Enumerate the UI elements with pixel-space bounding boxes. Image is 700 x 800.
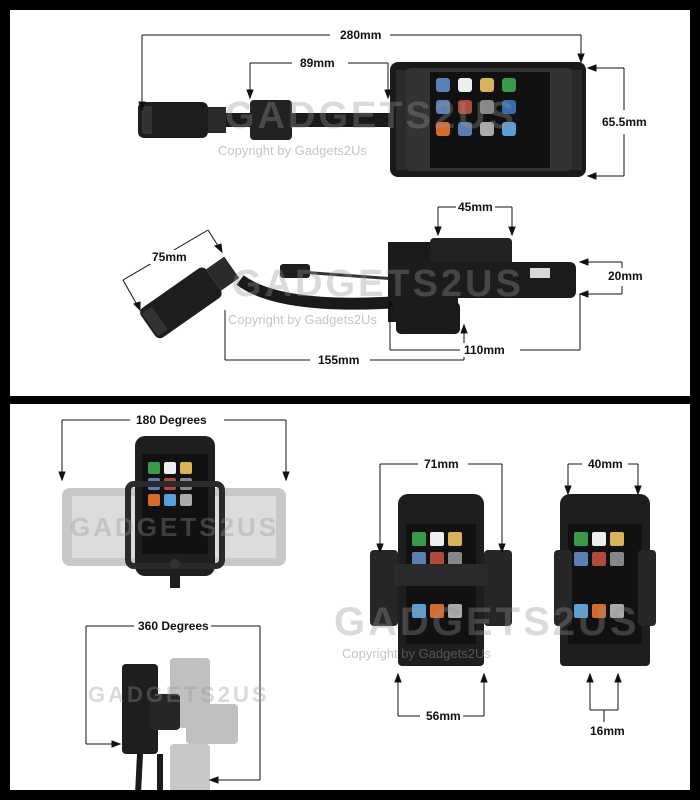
label-transmitter-width: 45mm xyxy=(456,200,495,214)
watermark-brand-2: GADGETS2US xyxy=(232,263,524,305)
swivel-360-illustration xyxy=(122,658,238,790)
mount-narrow-view xyxy=(554,494,656,666)
bottom-product-drawing xyxy=(58,419,656,790)
top-panel: GADGETS2US Copyright by Gadgets2Us GADGE… xyxy=(10,10,690,396)
label-cradle-height: 65.5mm xyxy=(600,115,649,129)
watermark-brand-3: GADGETS2US xyxy=(70,512,280,542)
watermark-copyright: Copyright by Gadgets2Us xyxy=(218,143,367,158)
watermark-brand-5: GADGETS2US xyxy=(334,600,640,644)
label-gooseneck-length: 155mm xyxy=(316,353,362,367)
label-swivel: 360 Degrees xyxy=(136,619,211,633)
label-plug-length: 75mm xyxy=(150,250,189,264)
top-product-drawing xyxy=(122,34,625,361)
mount-folded-view xyxy=(140,238,576,339)
top-dimension-lines xyxy=(122,34,625,361)
mount-wide-view xyxy=(370,494,512,666)
label-bottom-width: 56mm xyxy=(424,709,463,723)
label-transmitter-depth: 20mm xyxy=(606,269,645,283)
bottom-panel: GADGETS2US GADGETS2US GADGETS2US Copyrig… xyxy=(10,404,690,790)
label-base-length: 110mm xyxy=(462,343,507,357)
label-bottom-min-width: 16mm xyxy=(588,724,627,738)
label-rotation: 180 Degrees xyxy=(134,413,209,427)
bottom-dimension-lines xyxy=(58,419,642,784)
label-total-length: 280mm xyxy=(338,28,384,42)
watermark-copyright-2: Copyright by Gadgets2Us xyxy=(228,312,377,327)
rotation-180-illustration xyxy=(62,436,286,588)
watermark-brand: GADGETS2US xyxy=(225,95,517,137)
watermark-copyright-3: Copyright by Gadgets2Us xyxy=(342,646,491,661)
mount-straight-view xyxy=(138,62,586,177)
label-neck-length: 89mm xyxy=(298,56,337,70)
watermark-brand-4: GADGETS2US xyxy=(88,682,270,707)
label-min-width: 40mm xyxy=(586,457,625,471)
label-max-width: 71mm xyxy=(422,457,461,471)
